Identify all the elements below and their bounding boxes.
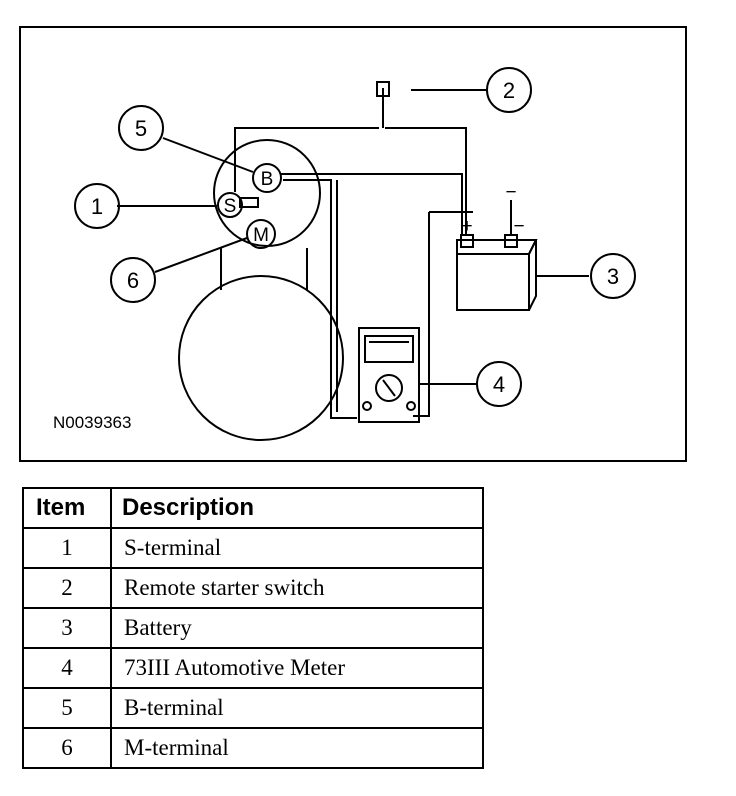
item-number: 4 <box>22 647 112 689</box>
s-terminal-label: S <box>224 196 237 217</box>
callout-3 <box>590 253 636 299</box>
item-number: 5 <box>22 687 112 729</box>
b-terminal <box>252 163 282 193</box>
item-description: Battery <box>110 607 484 649</box>
item-number: 2 <box>22 567 112 609</box>
meter-lead-ground <box>413 212 430 417</box>
meter-jack-left <box>362 401 372 411</box>
legend-table: Item Description 1 S-terminal 2 Remote s… <box>22 487 484 769</box>
callout-5-label: 5 <box>135 116 147 141</box>
item-number: 1 <box>22 527 112 569</box>
m-terminal-label: M <box>253 225 269 246</box>
callout-2-label: 2 <box>503 78 515 103</box>
item-description: M-terminal <box>110 727 484 769</box>
table-row: 4 73III Automotive Meter <box>22 647 484 689</box>
item-description: Remote starter switch <box>110 567 484 609</box>
table-row: 1 S-terminal <box>22 527 484 569</box>
diagram-canvas: B S M + − − 1 2 3 4 5 6 N0039363 <box>53 67 636 441</box>
leader-5 <box>162 137 254 173</box>
starter-motor-housing <box>178 275 344 441</box>
battery-plus-sign: + <box>461 216 472 237</box>
s-terminal <box>217 192 243 218</box>
item-description: 73III Automotive Meter <box>110 647 484 689</box>
callout-5 <box>118 105 164 151</box>
switch-wire-b <box>385 127 467 236</box>
callout-4-label: 4 <box>493 372 505 397</box>
battery-positive-post <box>460 234 474 248</box>
b-terminal-label: B <box>261 169 274 190</box>
switch-wire-s <box>234 127 379 192</box>
multimeter <box>358 327 420 423</box>
table-row: 5 B-terminal <box>22 687 484 729</box>
multimeter-dial <box>375 374 403 402</box>
callout-6 <box>110 257 156 303</box>
battery <box>456 253 530 311</box>
table-row: 3 Battery <box>22 607 484 649</box>
item-number: 6 <box>22 727 112 769</box>
table-row: 6 M-terminal <box>22 727 484 769</box>
ground-symbol: − <box>505 182 516 203</box>
item-description: S-terminal <box>110 527 484 569</box>
figure-code: N0039363 <box>53 413 131 432</box>
meter-jack-right <box>406 401 416 411</box>
remote-starter-switch <box>376 81 390 97</box>
callout-4 <box>476 361 522 407</box>
item-description: B-terminal <box>110 687 484 729</box>
callout-1-label: 1 <box>91 194 103 219</box>
multimeter-display <box>364 335 414 363</box>
battery-minus-sign: − <box>513 216 524 237</box>
table-row: 2 Remote starter switch <box>22 567 484 609</box>
s-terminal-tab <box>239 197 259 208</box>
battery-side <box>528 239 537 311</box>
b-to-battery-cable <box>281 173 463 236</box>
dial-pointer <box>382 379 396 397</box>
description-column-header: Description <box>110 487 484 529</box>
callout-6-label: 6 <box>127 268 139 293</box>
callout-2 <box>486 67 532 113</box>
leader-6 <box>154 237 248 273</box>
item-column-header: Item <box>22 487 112 529</box>
callout-3-label: 3 <box>607 264 619 289</box>
callout-1 <box>74 183 120 229</box>
m-terminal <box>246 219 276 249</box>
legend-header-row: Item Description <box>22 487 484 529</box>
item-number: 3 <box>22 607 112 649</box>
meter-lead-b <box>283 179 357 419</box>
wiring-diagram: B S M + − − 1 2 3 4 5 6 N0039363 <box>19 26 687 462</box>
